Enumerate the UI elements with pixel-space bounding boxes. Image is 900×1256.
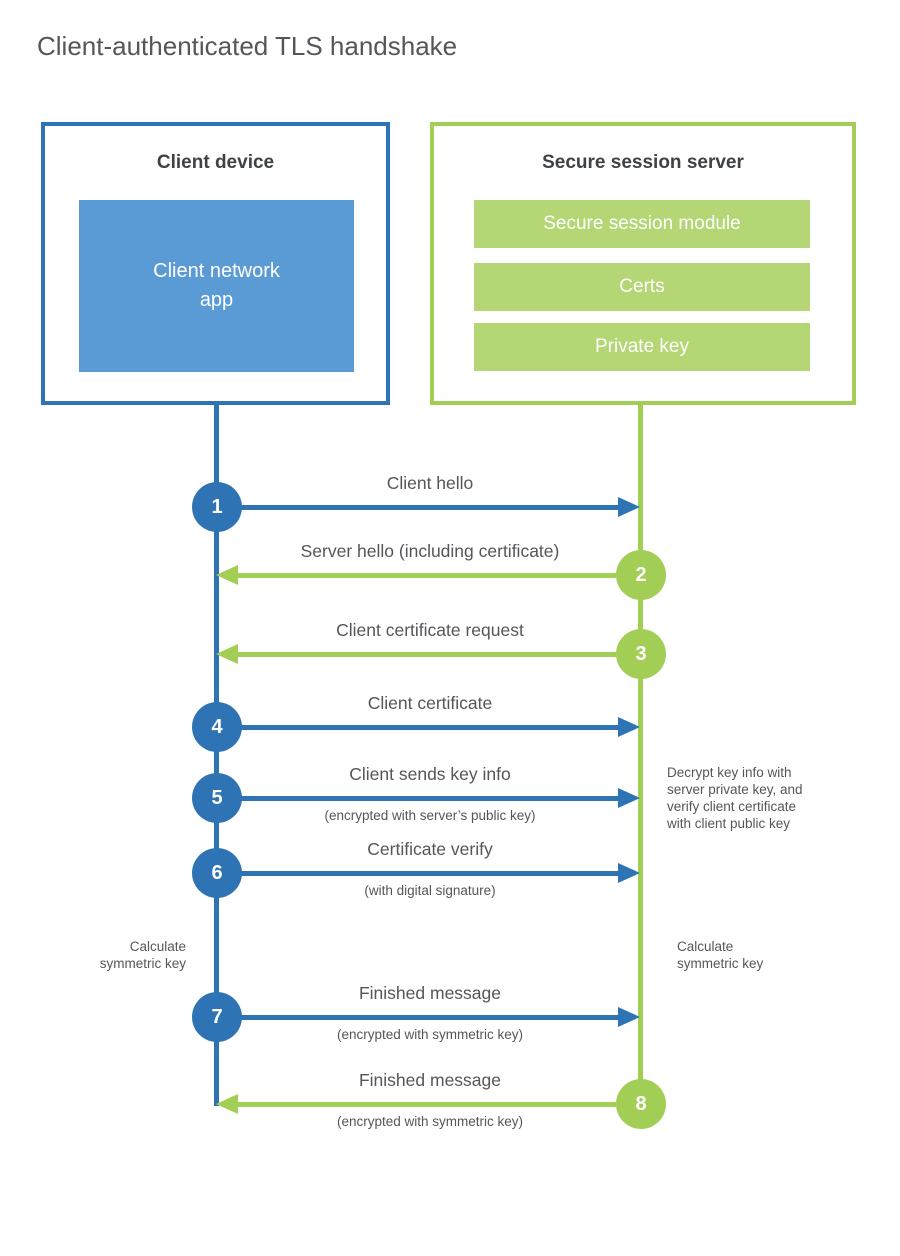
step-1-arrow-line [240,504,620,510]
client-network-app-box: Client network app [79,200,354,372]
step-5-number-badge: 5 [192,773,242,823]
decrypt-note-line-4: with client public key [667,816,791,831]
step-2-label: Server hello (including certificate) [300,541,560,561]
step-4-number-badge: 4 [192,702,242,752]
step-3-number-badge: 3 [616,629,666,679]
step-2-number-badge: 2 [616,550,666,600]
client-app-line-2: app [199,289,234,311]
step-4-label: Client certificate [367,693,493,713]
decrypt-note-line-1: Decrypt key info with [667,765,792,780]
step-3-label: Client certificate request [336,620,524,640]
arrow-left-icon [216,644,238,664]
decrypt-key-note: Decrypt key info with server private key… [667,764,842,832]
step-6-label: Certificate verify [367,839,493,859]
server-module-secure-session: Secure session module [474,200,810,248]
step-7-arrow-line [240,1014,620,1020]
client-network-app-label: Client network app [153,257,280,315]
arrow-right-icon [618,863,640,883]
arrow-right-icon [618,1007,640,1027]
client-app-line-1: Client network [153,260,280,282]
secure-session-server-title: Secure session server [542,152,744,173]
step-6-arrow-line [240,870,620,876]
step-3-arrow-line [236,651,616,657]
server-lifeline [638,405,643,1104]
step-8-arrow-line [236,1101,616,1107]
step-6-number-badge: 6 [192,848,242,898]
arrow-right-icon [618,788,640,808]
step-8-sublabel: (encrypted with symmetric key) [336,1114,524,1129]
arrow-right-icon [618,497,640,517]
arrow-left-icon [216,1094,238,1114]
step-2-arrow-line [236,572,616,578]
arrow-left-icon [216,565,238,585]
step-6-sublabel: (with digital signature) [364,883,496,898]
client-device-title: Client device [156,152,275,173]
step-7-number-badge: 7 [192,992,242,1042]
step-5-arrow-line [240,795,620,801]
step-7-sublabel: (encrypted with symmetric key) [336,1027,524,1042]
calc-symmetric-key-note-client: Calculate symmetric key [99,939,186,971]
decrypt-note-line-2: server private key, and [667,782,803,797]
server-module-private-key: Private key [474,323,810,371]
step-1-label: Client hello [386,473,474,493]
step-5-sublabel: (encrypted with server’s public key) [324,808,536,823]
step-8-label: Finished message [358,1070,502,1090]
step-1-number-badge: 1 [192,482,242,532]
step-5-label: Client sends key info [349,764,511,784]
calc-symmetric-key-note-server: Calculate symmetric key [677,939,764,971]
step-7-label: Finished message [358,983,502,1003]
decrypt-note-line-3: verify client certificate [667,799,797,814]
step-8-number-badge: 8 [616,1079,666,1129]
arrow-right-icon [618,717,640,737]
server-module-certs: Certs [474,263,810,311]
client-lifeline [214,405,219,1106]
page-title: Client-authenticated TLS handshake [37,31,458,61]
step-4-arrow-line [240,724,620,730]
